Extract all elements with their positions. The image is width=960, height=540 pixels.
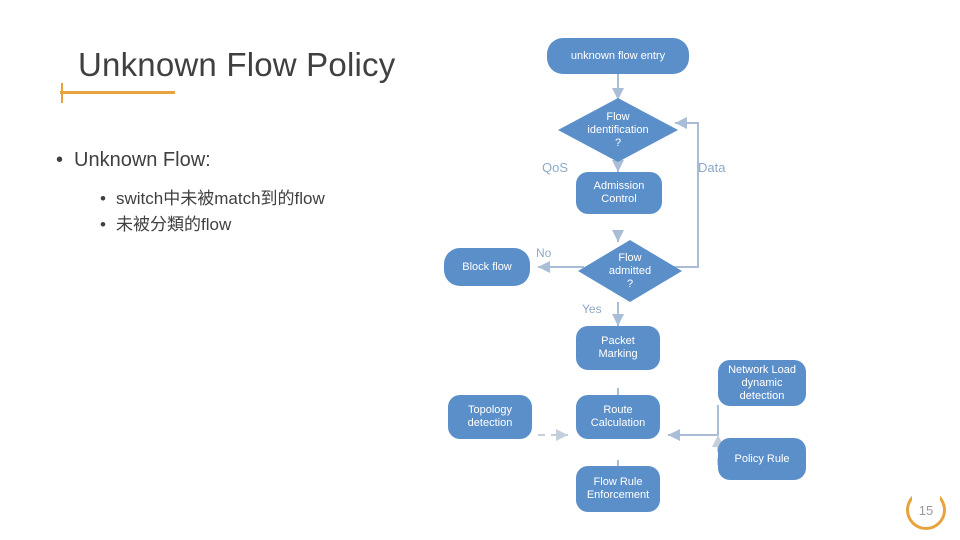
page-number: 15 bbox=[918, 502, 934, 518]
bullet-marker: • bbox=[100, 215, 106, 234]
node-unknown-flow-entry[interactable]: unknown flow entry bbox=[547, 38, 689, 74]
node-block-flow[interactable]: Block flow bbox=[444, 248, 530, 286]
bullet-marker: • bbox=[56, 149, 64, 171]
node-data-label: Data bbox=[698, 160, 726, 175]
node-label: unknown flow entry bbox=[570, 49, 666, 62]
page-title: Unknown Flow Policy bbox=[78, 46, 396, 83]
node-policy-rule[interactable]: Policy Rule bbox=[718, 438, 806, 480]
badge-ring-mask bbox=[912, 488, 940, 506]
page-number-badge: 15 bbox=[906, 488, 946, 530]
node-label: Policy Rule bbox=[734, 452, 790, 465]
node-label: Block flow bbox=[462, 260, 512, 273]
bullet-marker: • bbox=[100, 189, 106, 208]
diamond-shape bbox=[578, 240, 682, 302]
edge-label-yes: Yes bbox=[582, 302, 602, 316]
bullet-level2-switch-unmatched: • switch中未被match到的flow bbox=[100, 186, 476, 212]
edge-label-no: No bbox=[536, 246, 552, 260]
bullet-list: • Unknown Flow: • switch中未被match到的flow • 未被… bbox=[56, 146, 476, 238]
bullet-level2-text: 未被分類的flow bbox=[116, 215, 232, 234]
bullet-level1-unknown-flow: • Unknown Flow: bbox=[56, 146, 476, 174]
node-qos-label: QoS bbox=[542, 160, 569, 175]
bullet-level1-text: Unknown Flow: bbox=[74, 149, 211, 171]
bullet-level2-text: switch中未被match到的flow bbox=[116, 189, 325, 208]
bullet-level2-group: • switch中未被match到的flow • 未被分類的flow bbox=[100, 186, 476, 238]
diamond-shape bbox=[558, 98, 678, 162]
bullet-level2-unclassified: • 未被分類的flow bbox=[100, 212, 476, 238]
title-underline bbox=[60, 91, 175, 94]
